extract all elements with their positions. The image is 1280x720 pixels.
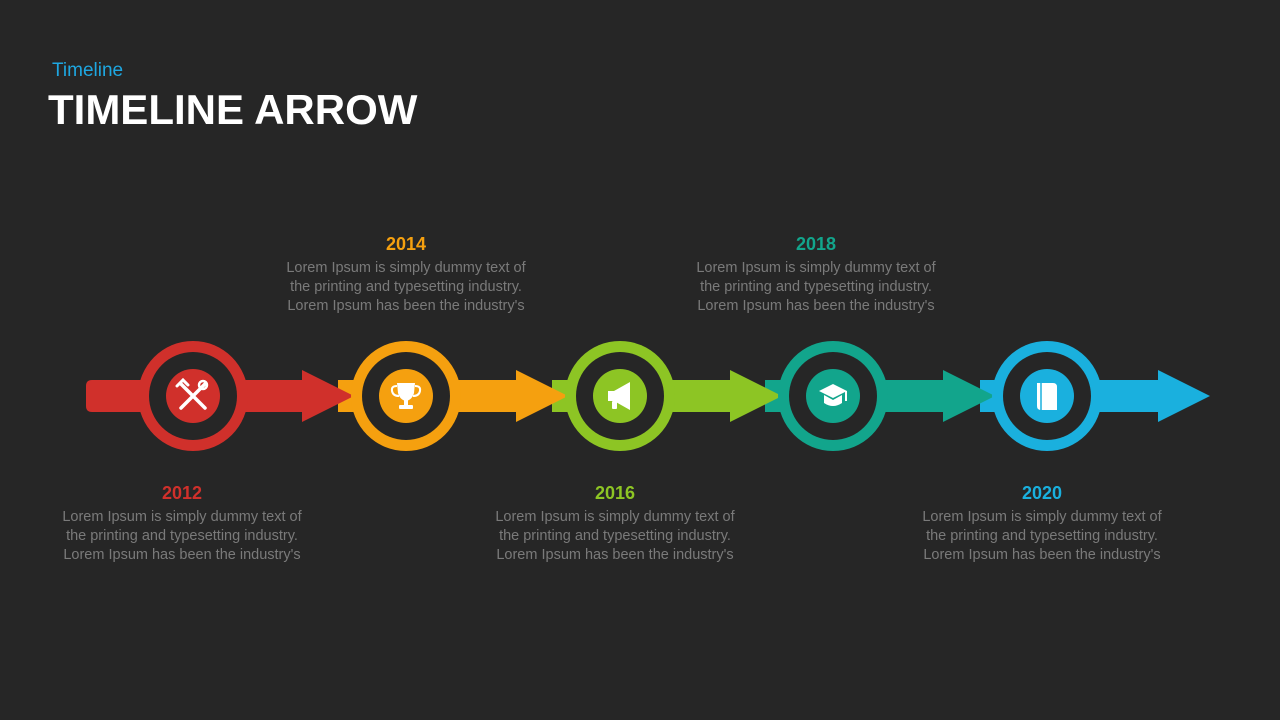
milestone-year: 2018 <box>795 234 837 254</box>
milestone-description: Lorem Ipsum is simply dummy text of the … <box>671 259 961 316</box>
milestone-description: Lorem Ipsum is simply dummy text of the … <box>897 508 1187 565</box>
description-line: the printing and typesetting industry. <box>700 279 932 295</box>
graduation-cap-icon <box>819 384 847 406</box>
description-line: Lorem Ipsum has been the industry's <box>496 547 734 563</box>
description-line: Lorem Ipsum is simply dummy text of <box>495 509 735 525</box>
milestone-year: 2012 <box>161 483 203 503</box>
description-line: Lorem Ipsum has been the industry's <box>287 298 525 314</box>
description-line: Lorem Ipsum has been the industry's <box>923 547 1161 563</box>
milestone-year: 2014 <box>385 234 427 254</box>
description-line: Lorem Ipsum is simply dummy text of <box>696 260 936 276</box>
tools-icon <box>175 377 209 410</box>
node-2020 <box>992 341 1102 451</box>
megaphone-icon <box>608 382 630 410</box>
description-line: Lorem Ipsum is simply dummy text of <box>286 260 526 276</box>
node-2018 <box>778 341 888 451</box>
slide-title: TIMELINE ARROW <box>48 86 418 133</box>
node-2014 <box>351 341 461 451</box>
milestone-2014: 2014 Lorem Ipsum is simply dummy text of… <box>261 234 551 316</box>
book-icon <box>1037 383 1057 410</box>
description-line: the printing and typesetting industry. <box>926 528 1158 544</box>
description-line: the printing and typesetting industry. <box>499 528 731 544</box>
description-line: the printing and typesetting industry. <box>290 279 522 295</box>
description-line: Lorem Ipsum is simply dummy text of <box>922 509 1162 525</box>
slide-subtitle: Timeline <box>52 60 124 81</box>
milestone-2020: 2020 Lorem Ipsum is simply dummy text of… <box>897 483 1187 565</box>
milestone-2016: 2016 Lorem Ipsum is simply dummy text of… <box>470 483 760 565</box>
milestone-year: 2016 <box>594 483 636 503</box>
node-2016 <box>565 341 675 451</box>
milestone-2018: 2018 Lorem Ipsum is simply dummy text of… <box>671 234 961 316</box>
milestone-description: Lorem Ipsum is simply dummy text of the … <box>261 259 551 316</box>
node-2012 <box>138 341 248 451</box>
description-line: Lorem Ipsum is simply dummy text of <box>62 509 302 525</box>
trophy-icon <box>390 383 422 409</box>
milestone-2012: 2012 Lorem Ipsum is simply dummy text of… <box>37 483 327 565</box>
milestone-year: 2020 <box>1021 483 1063 503</box>
description-line: Lorem Ipsum has been the industry's <box>63 547 301 563</box>
description-line: Lorem Ipsum has been the industry's <box>697 298 935 314</box>
milestone-description: Lorem Ipsum is simply dummy text of the … <box>37 508 327 565</box>
milestone-description: Lorem Ipsum is simply dummy text of the … <box>470 508 760 565</box>
description-line: the printing and typesetting industry. <box>66 528 298 544</box>
